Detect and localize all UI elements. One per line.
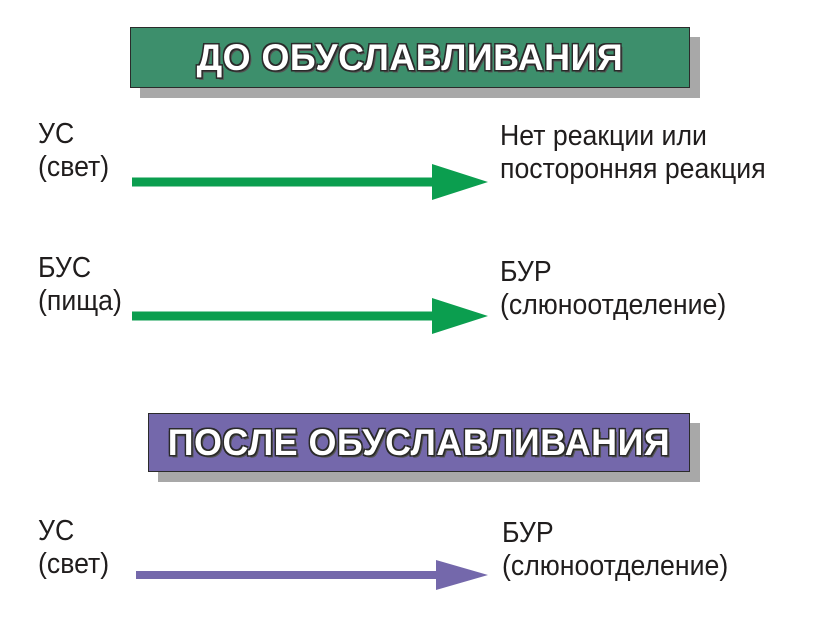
banner-after-conditioning: ПОСЛЕ ОБУСЛАВЛИВАНИЯ <box>148 413 700 482</box>
label-ucr-line2: (слюноотделение) <box>500 289 727 321</box>
label-ucs: БУС (пища) <box>38 252 122 318</box>
label-ucr-line1: БУР <box>500 256 552 288</box>
label-ucs-line2: (пища) <box>38 285 122 317</box>
label-cs-after-line1: УС <box>38 515 75 547</box>
label-ucr: БУР (слюноотделение) <box>500 256 726 322</box>
label-cs-before-line2: (свет) <box>38 151 110 183</box>
banner-before-label: ДО ОБУСЛАВЛИВАНИЯ <box>196 36 624 78</box>
arrow-cs-to-cr <box>136 555 488 595</box>
banner-after-box: ПОСЛЕ ОБУСЛАВЛИВАНИЯ <box>148 413 690 472</box>
label-cs-before-line1: УС <box>38 118 75 150</box>
arrow-ucs-to-ucr <box>132 296 488 336</box>
banner-before-conditioning: ДО ОБУСЛАВЛИВАНИЯ <box>130 27 700 98</box>
label-cr-line1: БУР <box>502 517 554 549</box>
label-no-response: Нет реакции или посторонняя реакция <box>500 120 766 186</box>
label-cr-line2: (слюноотделение) <box>502 550 729 582</box>
label-cr: БУР (слюноотделение) <box>502 517 728 583</box>
banner-after-label: ПОСЛЕ ОБУСЛАВЛИВАНИЯ <box>167 421 671 463</box>
label-cs-after-line2: (свет) <box>38 548 110 580</box>
label-cs-after: УС (свет) <box>38 515 109 581</box>
label-no-response-line1: Нет реакции или <box>500 120 707 152</box>
label-no-response-line2: посторонняя реакция <box>500 153 766 185</box>
label-ucs-line1: БУС <box>38 252 92 284</box>
banner-before-box: ДО ОБУСЛАВЛИВАНИЯ <box>130 27 690 88</box>
label-cs-before: УС (свет) <box>38 118 109 184</box>
arrow-cs-to-no-response <box>132 162 488 202</box>
